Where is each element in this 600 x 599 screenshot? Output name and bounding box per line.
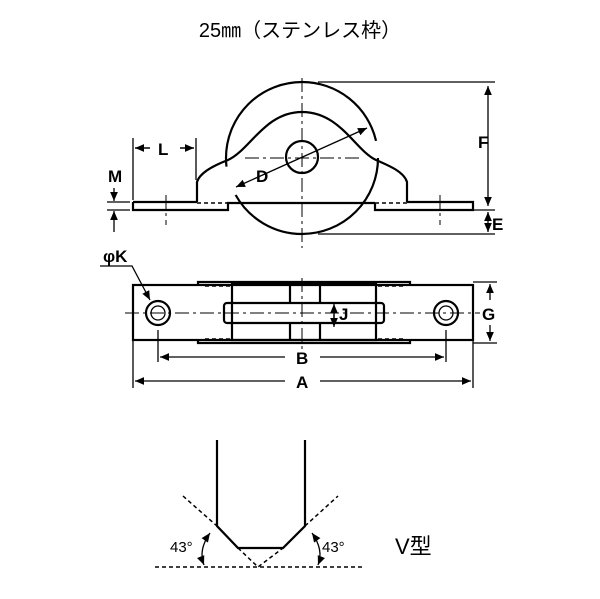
label-b: B xyxy=(296,349,308,368)
label-a: A xyxy=(296,373,308,392)
label-f: F xyxy=(478,133,488,152)
label-l: L xyxy=(158,140,168,159)
title: 25㎜（ステンレス枠） xyxy=(199,19,401,42)
side-view: D F E L M xyxy=(107,78,503,248)
angle-left: 43° xyxy=(170,539,193,556)
angle-right: 43° xyxy=(322,539,345,556)
v-groove-detail: 43° 43° V型 xyxy=(155,440,432,568)
label-j: J xyxy=(339,305,348,324)
plan-view: J G B A φK xyxy=(100,247,497,392)
label-d: D xyxy=(256,167,268,186)
label-g: G xyxy=(482,305,495,324)
label-k: φK xyxy=(103,247,128,266)
label-e: E xyxy=(492,215,503,234)
label-m: M xyxy=(108,167,122,186)
v-type-label: V型 xyxy=(395,534,432,559)
